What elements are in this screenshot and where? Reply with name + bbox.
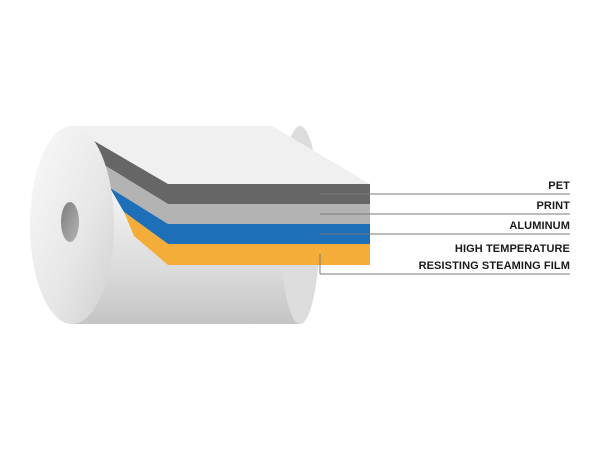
label-high-temperature: HIGH TEMPERATURE xyxy=(454,243,570,255)
leader-lines xyxy=(319,193,570,275)
label-print: PRINT xyxy=(536,200,570,212)
core-hole xyxy=(61,202,79,242)
layer-pet xyxy=(72,128,370,204)
label-resisting-steaming-film: RESISTING STEAMING FILM xyxy=(418,260,570,272)
label-pet: PET xyxy=(548,180,570,192)
film-top-sheet xyxy=(70,126,370,184)
layer-steaming-film xyxy=(124,212,370,265)
label-aluminum: ALUMINUM xyxy=(509,220,570,232)
layer-aluminum xyxy=(110,188,370,244)
layer-print xyxy=(96,160,370,224)
